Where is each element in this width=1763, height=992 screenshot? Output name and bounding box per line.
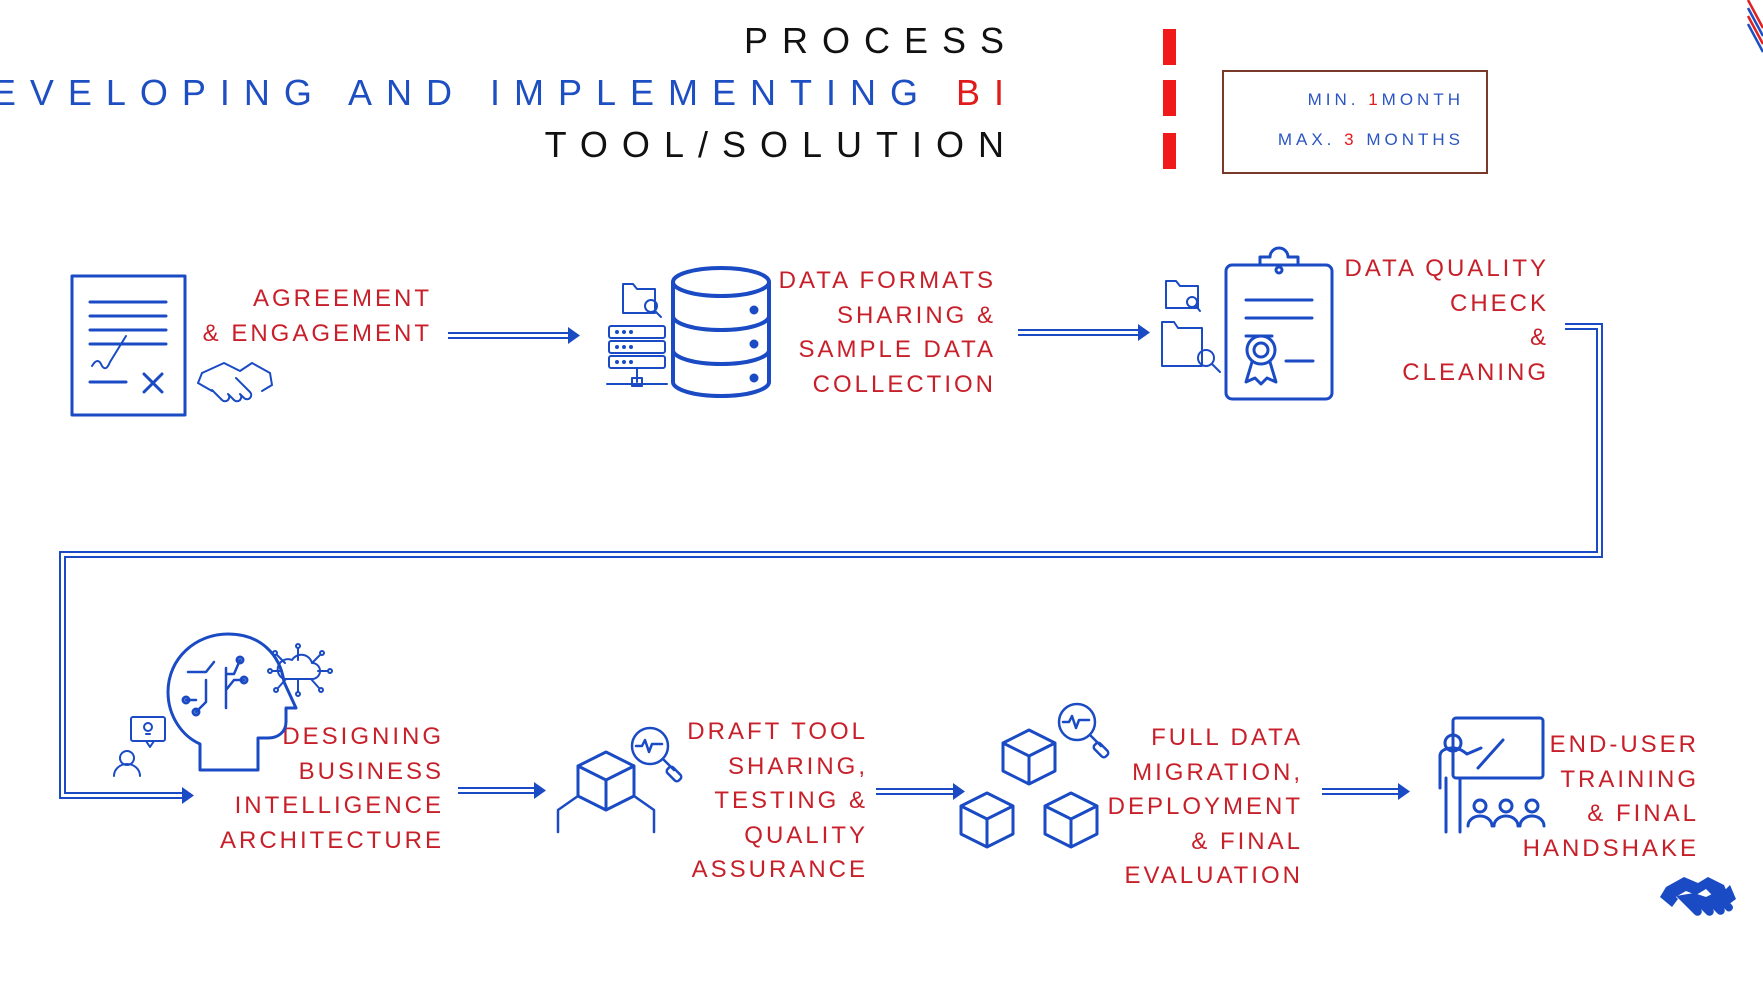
step-label-data-quality: DATA QUALITY CHECK & CLEANING: [1345, 252, 1549, 390]
arrow-step4-to-step5: [458, 782, 546, 799]
duration-max-value: 3: [1344, 130, 1358, 149]
arrow-step2-to-step3: [1018, 324, 1150, 341]
step-label-line: TESTING &: [714, 787, 868, 814]
step-label-end-user: END-USER TRAINING & FINAL HANDSHAKE: [1523, 728, 1699, 866]
monitor-search-icon: [630, 726, 683, 783]
step-label-line: CLEANING: [1402, 358, 1549, 386]
cube-icon: [556, 750, 656, 834]
contract-icon: [70, 274, 187, 417]
server-icon: [606, 325, 668, 387]
step-label-line: SHARING,: [727, 752, 868, 780]
arrow-step6-to-step7: [1322, 783, 1410, 800]
step-label-line: & FINAL: [1191, 827, 1303, 855]
database-icon: [671, 266, 771, 398]
step-label-line: DATA QUALITY: [1344, 255, 1549, 282]
folder-search-icon: [622, 283, 662, 318]
title-line-tool: TOOL/SOLUTION: [544, 124, 1018, 165]
step-label-line: DESIGNING: [282, 723, 444, 750]
duration-min-unit: MONTH: [1381, 90, 1464, 109]
step-label-line: HANDSHAKE: [1522, 834, 1699, 862]
step-label-line: ARCHITECTURE: [219, 826, 444, 854]
step-label-line: FULL DATA: [1151, 724, 1303, 751]
step-label-draft-tool: DRAFT TOOL SHARING, TESTING & QUALITY AS…: [687, 715, 868, 888]
step-label-data-formats: DATA FORMATS SHARING & SAMPLE DATA COLLE…: [779, 264, 996, 402]
duration-min: MIN. 1MONTH: [1308, 90, 1464, 110]
title-main-text: DEVELOPING AND IMPLEMENTING: [0, 72, 956, 113]
step-label-line: DEPLOYMENT: [1107, 793, 1303, 820]
title-accent-bar: [1163, 133, 1176, 169]
step-label-line: EVALUATION: [1124, 862, 1303, 889]
step-label-line: COLLECTION: [812, 370, 996, 398]
corner-stripes-decoration: [1746, 0, 1763, 53]
title-accent-bar: [1163, 29, 1176, 65]
title-bi-accent: BI: [955, 72, 1018, 113]
step-label-line: & FINAL: [1587, 800, 1699, 827]
step-label-agreement: AGREEMENT & ENGAGEMENT: [203, 282, 432, 351]
title-line-main: DEVELOPING AND IMPLEMENTING BI: [0, 72, 1018, 114]
step-label-line: DRAFT TOOL: [687, 718, 868, 745]
duration-max: MAX. 3 MONTHS: [1278, 130, 1464, 150]
duration-min-value: 1: [1368, 90, 1382, 109]
step-label-line: QUALITY: [744, 821, 868, 849]
blocks-icon: [959, 728, 1099, 849]
step-label-designing: DESIGNING BUSINESS INTELLIGENCE ARCHITEC…: [220, 720, 444, 858]
handshake-filled-icon: [1660, 877, 1736, 916]
duration-max-prefix: MAX.: [1277, 130, 1345, 149]
step-label-line: BUSINESS: [298, 757, 444, 785]
handshake-icon: [197, 362, 273, 403]
arrow-step5-to-step6: [876, 783, 965, 800]
step-label-line: CHECK: [1449, 289, 1549, 317]
title-accent-bar: [1163, 80, 1176, 116]
clipboard-certificate-icon: [1224, 246, 1334, 401]
monitor-search-icon: [1057, 702, 1110, 759]
connector-row1-to-row2: [59, 323, 1603, 804]
step-label-line: END-USER: [1549, 731, 1699, 758]
presentation-icon: [1438, 716, 1546, 834]
step-label-line: TRAINING: [1560, 765, 1699, 793]
cloud-network-icon: [267, 643, 333, 697]
step-label-full-data: FULL DATA MIGRATION, DEPLOYMENT & FINAL …: [1108, 721, 1303, 894]
arrow-step1-to-step2: [448, 327, 580, 344]
step-label-line: AGREEMENT: [252, 285, 432, 312]
step-label-line: DATA FORMATS: [778, 267, 996, 294]
step-label-line: ASSURANCE: [691, 856, 868, 883]
step-label-line: INTELLIGENCE: [234, 792, 444, 819]
step-label-line: SAMPLE DATA: [798, 336, 996, 363]
step-label-line: &: [1529, 324, 1549, 351]
step-label-line: & ENGAGEMENT: [202, 319, 432, 347]
ai-brain-icon: [166, 632, 298, 772]
duration-max-unit: MONTHS: [1357, 130, 1464, 149]
title-line-process: PROCESS: [743, 20, 1018, 61]
folder-search-icon: [1161, 280, 1221, 373]
step-label-line: SHARING &: [836, 301, 996, 329]
duration-min-prefix: MIN.: [1307, 90, 1369, 109]
idea-person-icon: [113, 716, 166, 777]
step-label-line: MIGRATION,: [1132, 758, 1303, 786]
duration-box: MIN. 1MONTH MAX. 3 MONTHS: [1222, 70, 1488, 174]
